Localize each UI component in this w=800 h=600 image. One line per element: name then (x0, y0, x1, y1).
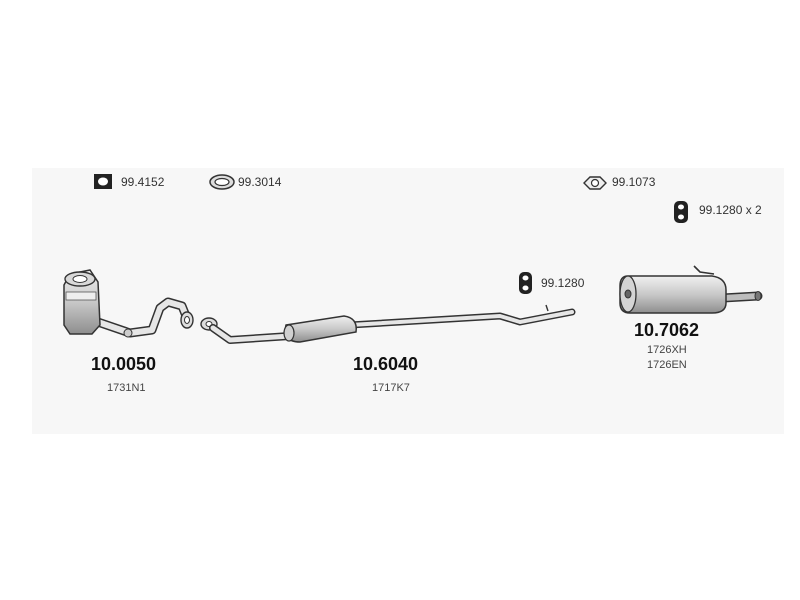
accessory-code: 99.1280 (541, 276, 585, 290)
rear-silencer-drawing (619, 265, 763, 314)
oem-code: 1726EN (647, 359, 687, 371)
front-pipe-catalyst-drawing (63, 269, 194, 338)
hanger-clamp-icon (583, 176, 607, 190)
accessory-code: 99.1280 x 2 (699, 203, 762, 217)
round-gasket-icon (209, 174, 235, 190)
oem-code: 1726XH (647, 344, 687, 356)
accessory-code: 99.1073 (612, 175, 656, 189)
part-number: 10.7062 (634, 320, 700, 340)
oem-code: 1717K7 (372, 382, 410, 394)
accessory-code: 99.3014 (238, 175, 282, 189)
rubber-hanger-icon (674, 201, 688, 223)
part-number: 10.6040 (353, 354, 419, 374)
accessory-code: 99.4152 (121, 175, 165, 189)
middle-silencer-pipe-drawing (200, 304, 576, 344)
square-gasket-icon (94, 174, 112, 189)
part-number: 10.0050 (91, 354, 157, 374)
oem-code: 1731N1 (107, 382, 146, 394)
rubber-hanger-icon (519, 272, 532, 294)
